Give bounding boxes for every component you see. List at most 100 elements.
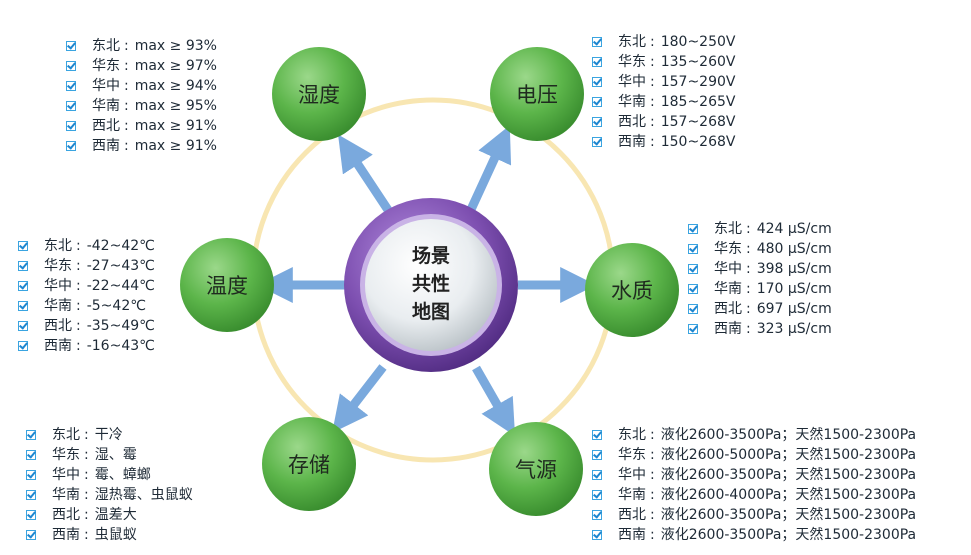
region-label: 华南 bbox=[44, 298, 72, 314]
region-label: 西南 bbox=[52, 527, 80, 543]
list-item: 华东:液化2600-5000Pa；天然1500-2300Pa bbox=[592, 445, 916, 465]
list-item: 东北:180~250V bbox=[592, 32, 735, 52]
checkbox-icon bbox=[592, 430, 602, 440]
node-water: 水质 bbox=[585, 243, 679, 337]
region-label: 西南 bbox=[714, 321, 742, 337]
checkbox-icon bbox=[592, 490, 602, 500]
list-item: 华中:157~290V bbox=[592, 72, 735, 92]
region-value: -5~42℃ bbox=[86, 298, 146, 314]
list-item: 华东:max ≥ 97% bbox=[66, 56, 217, 76]
region-label: 西南 bbox=[92, 138, 120, 154]
separator: : bbox=[746, 241, 751, 257]
arrow-icon bbox=[472, 365, 516, 437]
region-value: 135~260V bbox=[660, 54, 736, 70]
separator: : bbox=[124, 118, 129, 134]
region-label: 华中 bbox=[92, 78, 120, 94]
separator: : bbox=[746, 221, 751, 237]
region-value: max ≥ 91% bbox=[134, 138, 217, 154]
separator: : bbox=[76, 318, 81, 334]
region-value: 480 μS/cm bbox=[756, 241, 832, 257]
checkbox-icon bbox=[26, 530, 36, 540]
list-item: 东北:424 μS/cm bbox=[688, 219, 832, 239]
region-value: max ≥ 97% bbox=[134, 58, 217, 74]
region-value: 424 μS/cm bbox=[756, 221, 832, 237]
region-label: 西南 bbox=[618, 527, 646, 543]
list-item: 华南:湿热霉、虫鼠蚁 bbox=[26, 485, 193, 505]
separator: : bbox=[124, 58, 129, 74]
list-item: 华中:液化2600-3500Pa；天然1500-2300Pa bbox=[592, 465, 916, 485]
region-value: 液化2600-5000Pa；天然1500-2300Pa bbox=[660, 447, 917, 463]
region-label: 东北 bbox=[618, 34, 646, 50]
separator: : bbox=[650, 467, 655, 483]
center-title-line-1: 场景 bbox=[412, 245, 450, 267]
region-label: 华南 bbox=[52, 487, 80, 503]
list-item: 西南:max ≥ 91% bbox=[66, 136, 217, 156]
node-storage-label: 存储 bbox=[288, 453, 330, 477]
checkbox-icon bbox=[26, 450, 36, 460]
region-value: 霉、蟑螂 bbox=[94, 467, 151, 483]
region-value: max ≥ 93% bbox=[134, 38, 217, 54]
checkbox-icon bbox=[18, 341, 28, 351]
region-label: 西北 bbox=[92, 118, 120, 134]
list-item: 西北:-35~49℃ bbox=[18, 316, 155, 336]
checkbox-icon bbox=[66, 81, 76, 91]
list-item: 西北:157~268V bbox=[592, 112, 735, 132]
region-label: 华南 bbox=[618, 487, 646, 503]
region-label: 华东 bbox=[52, 447, 80, 463]
region-value: 170 μS/cm bbox=[756, 281, 832, 297]
separator: : bbox=[650, 34, 655, 50]
region-value: 697 μS/cm bbox=[756, 301, 832, 317]
list-item: 东北:液化2600-3500Pa；天然1500-2300Pa bbox=[592, 425, 916, 445]
checkbox-icon bbox=[592, 97, 602, 107]
separator: : bbox=[650, 487, 655, 503]
list-item: 华中:霉、蟑螂 bbox=[26, 465, 193, 485]
node-humidity-label: 湿度 bbox=[298, 83, 340, 107]
region-value: 323 μS/cm bbox=[756, 321, 832, 337]
separator: : bbox=[746, 301, 751, 317]
list-item: 华南:170 μS/cm bbox=[688, 279, 832, 299]
list-item: 华南:液化2600-4000Pa；天然1500-2300Pa bbox=[592, 485, 916, 505]
list-item: 西南:虫鼠蚁 bbox=[26, 525, 193, 545]
separator: : bbox=[650, 54, 655, 70]
node-storage: 存储 bbox=[262, 417, 356, 511]
region-value: 液化2600-3500Pa；天然1500-2300Pa bbox=[660, 467, 917, 483]
region-label: 华南 bbox=[92, 98, 120, 114]
region-value: max ≥ 91% bbox=[134, 118, 217, 134]
region-label: 东北 bbox=[714, 221, 742, 237]
checkbox-icon bbox=[66, 121, 76, 131]
node-water-label: 水质 bbox=[611, 279, 653, 303]
region-value: 液化2600-3500Pa；天然1500-2300Pa bbox=[660, 507, 917, 523]
separator: : bbox=[746, 321, 751, 337]
region-value: -22~44℃ bbox=[86, 278, 155, 294]
checkbox-icon bbox=[66, 61, 76, 71]
humidity-list: 东北:max ≥ 93%华东:max ≥ 97%华中:max ≥ 94%华南:m… bbox=[66, 36, 217, 156]
separator: : bbox=[650, 427, 655, 443]
region-label: 西北 bbox=[714, 301, 742, 317]
region-label: 华东 bbox=[714, 241, 742, 257]
list-item: 华南:185~265V bbox=[592, 92, 735, 112]
list-item: 华南:max ≥ 95% bbox=[66, 96, 217, 116]
region-label: 东北 bbox=[52, 427, 80, 443]
checkbox-icon bbox=[688, 244, 698, 254]
checkbox-icon bbox=[18, 301, 28, 311]
region-label: 华东 bbox=[618, 447, 646, 463]
separator: : bbox=[76, 238, 81, 254]
region-label: 华中 bbox=[44, 278, 72, 294]
list-item: 东北:干冷 bbox=[26, 425, 193, 445]
list-item: 华中:398 μS/cm bbox=[688, 259, 832, 279]
list-item: 华中:-22~44℃ bbox=[18, 276, 155, 296]
list-item: 西北:液化2600-3500Pa；天然1500-2300Pa bbox=[592, 505, 916, 525]
region-label: 华东 bbox=[44, 258, 72, 274]
checkbox-icon bbox=[66, 141, 76, 151]
region-value: 157~268V bbox=[660, 114, 736, 130]
separator: : bbox=[650, 507, 655, 523]
separator: : bbox=[650, 114, 655, 130]
separator: : bbox=[84, 527, 89, 543]
center-title-line-3: 地图 bbox=[412, 300, 450, 323]
region-value: 180~250V bbox=[660, 34, 736, 50]
region-label: 西北 bbox=[44, 318, 72, 334]
checkbox-icon bbox=[592, 137, 602, 147]
